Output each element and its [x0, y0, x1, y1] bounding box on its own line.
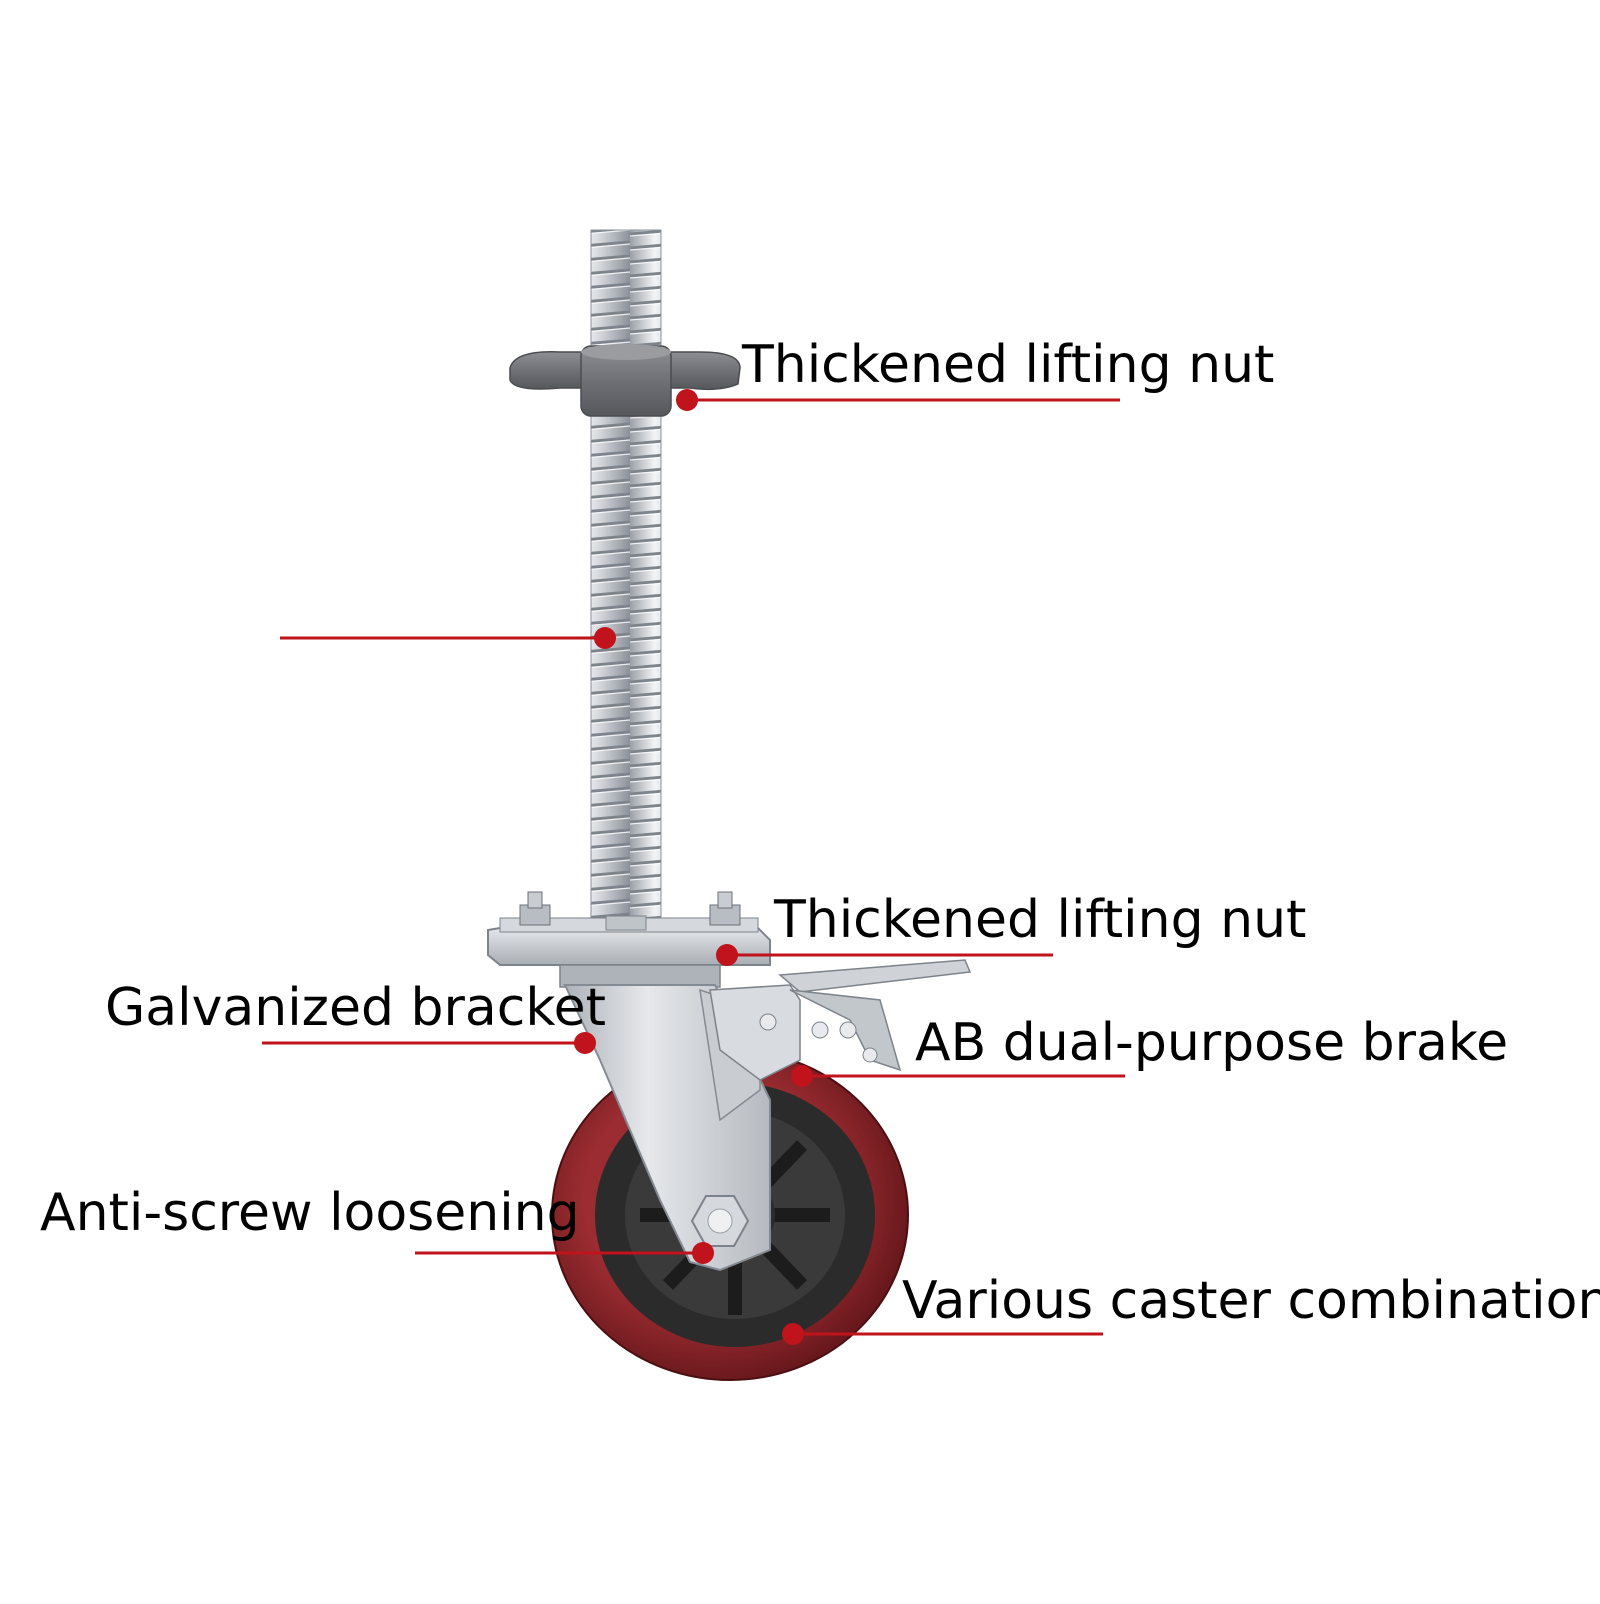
label-ab-dual-purpose-brake: AB dual-purpose brake: [915, 1013, 1508, 1073]
red-dot-icon: [594, 627, 616, 649]
red-dot-icon: [791, 1065, 813, 1087]
leader-nut-plate: [716, 944, 1053, 966]
leader-nut-top: [676, 389, 1120, 411]
leader-brake: [791, 1065, 1125, 1087]
threaded-rod: [590, 229, 662, 943]
label-thickened-lifting-nut-plate: Thickened lifting nut: [773, 890, 1306, 950]
leader-wheel: [782, 1323, 1103, 1345]
label-thickened-lifting-nut-top: Thickened lifting nut: [741, 335, 1274, 395]
label-various-caster-combinations: Various caster combinations: [902, 1271, 1600, 1331]
red-dot-icon: [692, 1242, 714, 1264]
mounting-plate: [487, 891, 771, 966]
top-lifting-nut: [509, 344, 741, 417]
brake-mechanism: [709, 959, 972, 1081]
callout-leaders: [262, 389, 1125, 1345]
bolt-left: [519, 891, 551, 926]
bolt-right: [709, 891, 741, 926]
axle-bolt: [690, 1195, 750, 1247]
red-dot-icon: [676, 389, 698, 411]
callout-labels: Thickened lifting nut Thickened lifting …: [40, 335, 1600, 1331]
label-galvanized-bracket: Galvanized bracket: [105, 978, 606, 1038]
leader-bracket: [262, 1032, 596, 1054]
red-dot-icon: [574, 1032, 596, 1054]
red-dot-icon: [782, 1323, 804, 1345]
leader-axle: [415, 1242, 714, 1264]
label-anti-screw-loosening: Anti-screw loosening: [40, 1183, 580, 1243]
red-dot-icon: [716, 944, 738, 966]
leader-rod: [280, 627, 616, 649]
